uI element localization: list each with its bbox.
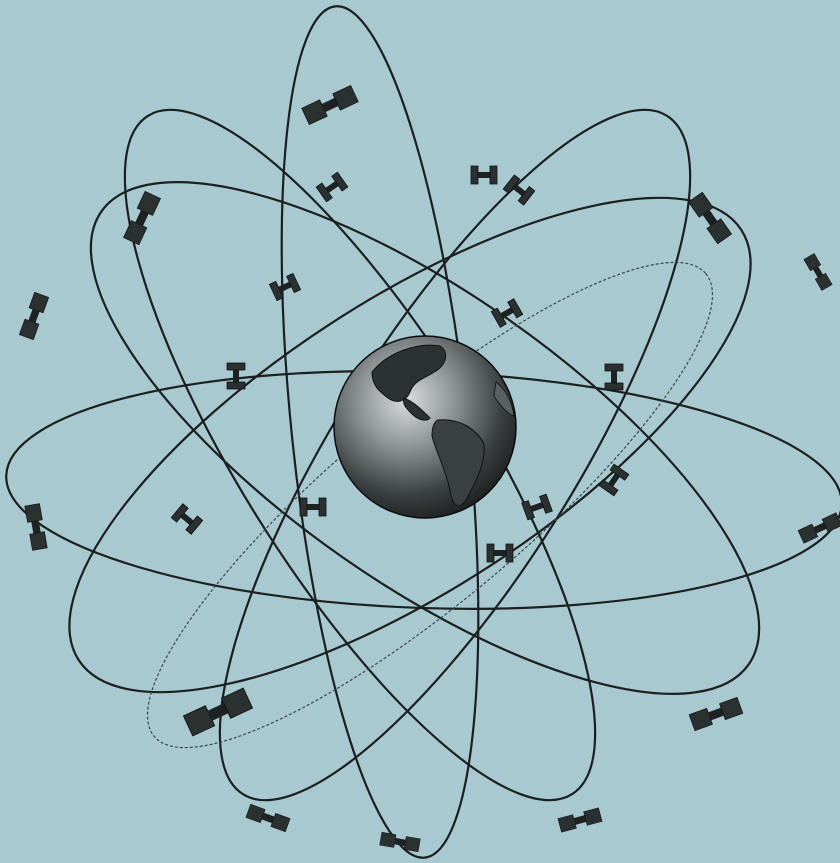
satellite-icon [471,166,497,184]
satellite-icon [522,494,553,520]
satellite-icon [246,804,290,832]
satellite-icon [302,85,359,124]
satellite-icon [689,697,743,730]
satellite-icon [605,364,623,390]
satellite-icon [798,513,840,543]
earth-globe [334,336,516,518]
satellite-icon [19,292,48,339]
satellite-icon [558,808,602,832]
satellite-icon [316,172,348,202]
satellite-icon [183,688,252,736]
satellite-icon [269,273,300,300]
satellite-icon [688,192,731,244]
satellite-icon [599,464,629,496]
satellite-icon [171,504,202,535]
satellite-icon [491,299,523,328]
satellite-icon [503,175,535,205]
satellite-icon [227,363,245,389]
satellite-icon [380,832,421,852]
satellite-icon [300,498,326,516]
satellite-icon [804,253,832,290]
